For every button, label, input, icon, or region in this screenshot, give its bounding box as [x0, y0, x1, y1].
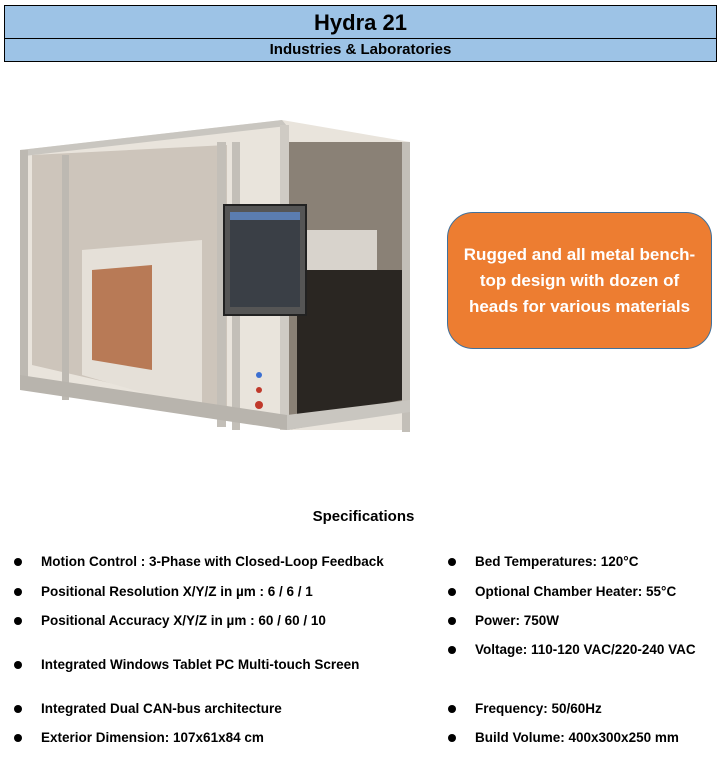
bullet-icon — [14, 588, 22, 596]
specifications-heading: Specifications — [312, 508, 415, 525]
bullet-icon — [448, 558, 456, 566]
page-subtitle: Industries & Laboratories — [4, 38, 717, 62]
bullet-icon — [14, 705, 22, 713]
bullet-icon — [448, 734, 456, 742]
page-title: Hydra 21 — [4, 5, 717, 39]
bullet-icon — [14, 558, 22, 566]
bullet-icon — [448, 617, 456, 625]
product-photo — [20, 120, 410, 432]
bullet-icon — [14, 661, 22, 669]
bullet-icon — [448, 705, 456, 713]
bullet-icon — [14, 617, 22, 625]
bullet-icon — [14, 734, 22, 742]
bullet-icon — [448, 588, 456, 596]
bullet-icon — [448, 646, 456, 654]
feature-callout: Rugged and all metal bench-top design wi… — [447, 212, 712, 349]
